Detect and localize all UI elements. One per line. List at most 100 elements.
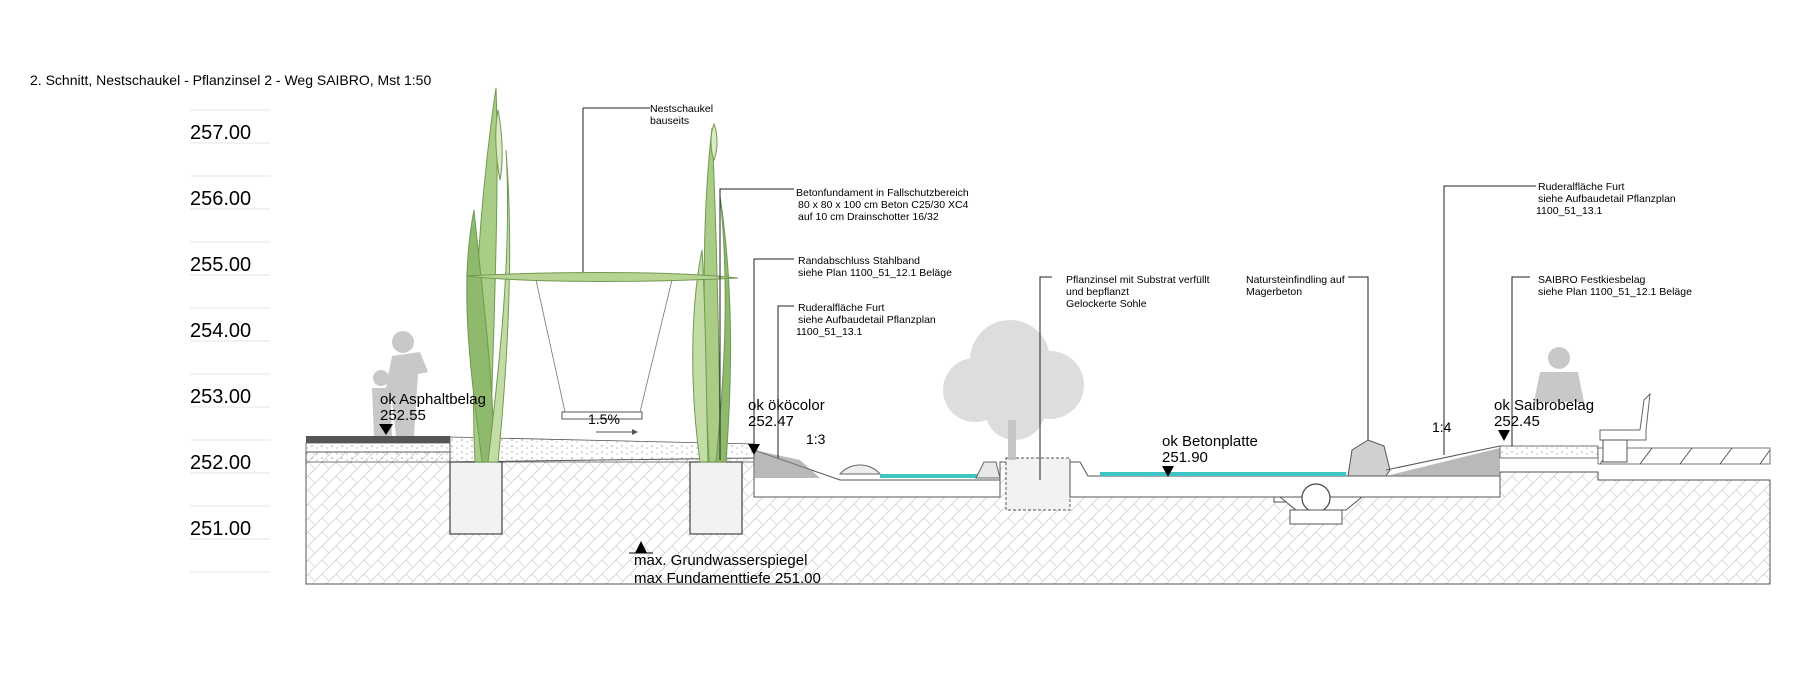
- foundation-right: [689, 461, 743, 535]
- slope-right-label: 1:4: [1432, 419, 1452, 435]
- level-label-betonplatte: ok Betonplatte: [1162, 433, 1258, 450]
- person-body: [1534, 372, 1584, 402]
- swing-beam: [465, 272, 739, 282]
- reed-leaf: [466, 209, 495, 463]
- annotation-line: siehe Plan 1100_51_12.1 Beläge: [798, 267, 952, 279]
- bench: [1599, 392, 1651, 441]
- annotation-randabschluss: Randabschluss Stahlband siehe Plan 1100_…: [798, 255, 952, 279]
- annotation-line: Ruderalfläche Furt: [798, 302, 884, 314]
- tree-trunk: [1008, 420, 1016, 460]
- elevation-label: 253.00: [190, 386, 251, 408]
- drain-pipe: [1301, 483, 1331, 513]
- annotation-pflanzinsel: Pflanzinsel mit Substrat verfüllt und be…: [1066, 274, 1210, 310]
- elevation-label: 255.00: [190, 254, 251, 276]
- annotation-line: Natursteinfindling auf: [1246, 274, 1345, 286]
- annotation-line: Magerbeton: [1246, 286, 1302, 298]
- groundwater-marker: [635, 541, 647, 553]
- leader-naturstein: [1348, 276, 1369, 440]
- level-marker-saibro: [1498, 430, 1510, 441]
- asphalt-base: [305, 442, 451, 463]
- leader-ruderal-right: [1443, 185, 1536, 455]
- annotation-line: 1100_51_13.1: [796, 326, 863, 338]
- elevation-scale: 257.00 256.00 255.00 254.00 253.00 252.0…: [190, 109, 270, 573]
- annotation-ruderal-left: Ruderalfläche Furt siehe Aufbaudetail Pf…: [796, 302, 936, 338]
- right-edge-surface: [1597, 447, 1771, 465]
- drawing-title: 2. Schnitt, Nestschaukel - Pflanzinsel 2…: [30, 72, 432, 88]
- saibro-surface: [1499, 445, 1599, 459]
- tree-silhouette: [943, 320, 1084, 460]
- annotation-saibro: SAIBRO Festkiesbelag siehe Plan 1100_51_…: [1538, 274, 1692, 298]
- level-label-asphalt: ok Asphaltbelag: [380, 391, 486, 408]
- annotation-line: und bepflanzt: [1066, 286, 1129, 298]
- level-marker-asphalt: [379, 424, 393, 435]
- annotation-nestschaukel: Nestschaukel bauseits: [650, 103, 713, 127]
- swing-rope: [535, 279, 566, 413]
- elevation-label: 256.00: [190, 188, 251, 210]
- slope-path-label: 1.5%: [588, 411, 620, 427]
- elevation-label: 251.00: [190, 518, 251, 540]
- planting-island: [1005, 457, 1071, 511]
- left-channel: [753, 449, 1001, 498]
- reed-leaf: [692, 249, 709, 463]
- annotation-line: auf 10 cm Drainschotter 16/32: [798, 211, 939, 223]
- level-marker-oekocolor: [748, 444, 760, 455]
- tree-crown: [985, 380, 1045, 440]
- annotation-line: Betonfundament in Fallschutzbereich: [796, 187, 969, 199]
- slope-left-label: 1:3: [806, 431, 826, 447]
- water-left: [880, 474, 980, 478]
- right-bank-line: [1385, 445, 1501, 471]
- leader-saibro: [1511, 276, 1530, 446]
- annotation-line: siehe Plan 1100_51_12.1 Beläge: [1538, 286, 1692, 298]
- person-head: [1548, 347, 1570, 369]
- child-head: [373, 370, 389, 386]
- drain-base: [1289, 509, 1343, 525]
- annotation-betonfundament: Betonfundament in Fallschutzbereich 80 x…: [796, 187, 969, 223]
- level-value-betonplatte: 251.90: [1162, 449, 1208, 466]
- annotation-line: siehe Aufbaudetail Pflanzplan: [1538, 193, 1676, 205]
- asphalt-surface: [306, 436, 450, 443]
- reed-tip: [495, 109, 503, 181]
- swing-rope: [639, 279, 673, 413]
- silhouettes: [372, 331, 1651, 463]
- annotation-line: Nestschaukel: [650, 103, 713, 115]
- water-right: [1100, 472, 1346, 476]
- leader-lines: [582, 107, 1536, 480]
- groundwater-label: max. Grundwasserspiegel: [634, 552, 807, 569]
- groundwater-depth-label: max Fundamenttiefe 251.00: [634, 570, 821, 587]
- foundation-left: [449, 461, 503, 535]
- annotation-naturstein: Natursteinfindling auf Magerbeton: [1246, 274, 1345, 298]
- annotation-line: bauseits: [650, 115, 689, 127]
- adult-head: [392, 331, 414, 353]
- foundations: [449, 461, 743, 535]
- bench-footing: [1602, 439, 1628, 463]
- nest-swing: [465, 87, 739, 463]
- swing-seat: [561, 411, 643, 420]
- leader-fundament: [719, 188, 794, 460]
- elevation-label: 252.00: [190, 452, 251, 474]
- curb-left: [975, 461, 1001, 479]
- level-marker-betonplatte: [1162, 466, 1174, 477]
- left-bank-fill: [754, 450, 820, 478]
- leader-ruderal-left: [777, 305, 794, 458]
- level-label-oekocolor: ok ököcolor: [748, 397, 825, 414]
- level-markers: [379, 424, 1510, 554]
- reed-tip: [710, 122, 718, 162]
- leader-randabschluss: [753, 258, 794, 445]
- slope-arrow-head: [632, 429, 638, 435]
- level-value-saibro: 252.45: [1494, 413, 1540, 430]
- annotation-line: Gelockerte Sohle: [1066, 298, 1147, 310]
- level-value-asphalt: 252.55: [380, 407, 426, 424]
- adult-body: [384, 352, 428, 436]
- annotation-line: Randabschluss Stahlband: [798, 255, 920, 267]
- annotation-line: 1100_51_13.1: [1536, 205, 1603, 217]
- annotation-line: SAIBRO Festkiesbelag: [1538, 274, 1646, 286]
- annotation-line: 80 x 80 x 100 cm Beton C25/30 XC4: [798, 199, 969, 211]
- leader-pflanzinsel: [1039, 276, 1052, 480]
- level-value-oekocolor: 252.47: [748, 413, 794, 430]
- ground-section: [305, 436, 1771, 585]
- natural-boulder: [1347, 439, 1391, 477]
- annotation-line: siehe Aufbaudetail Pflanzplan: [798, 314, 936, 326]
- annotation-line: Ruderalfläche Furt: [1538, 181, 1624, 193]
- level-label-saibro: ok Saibrobelag: [1494, 397, 1594, 414]
